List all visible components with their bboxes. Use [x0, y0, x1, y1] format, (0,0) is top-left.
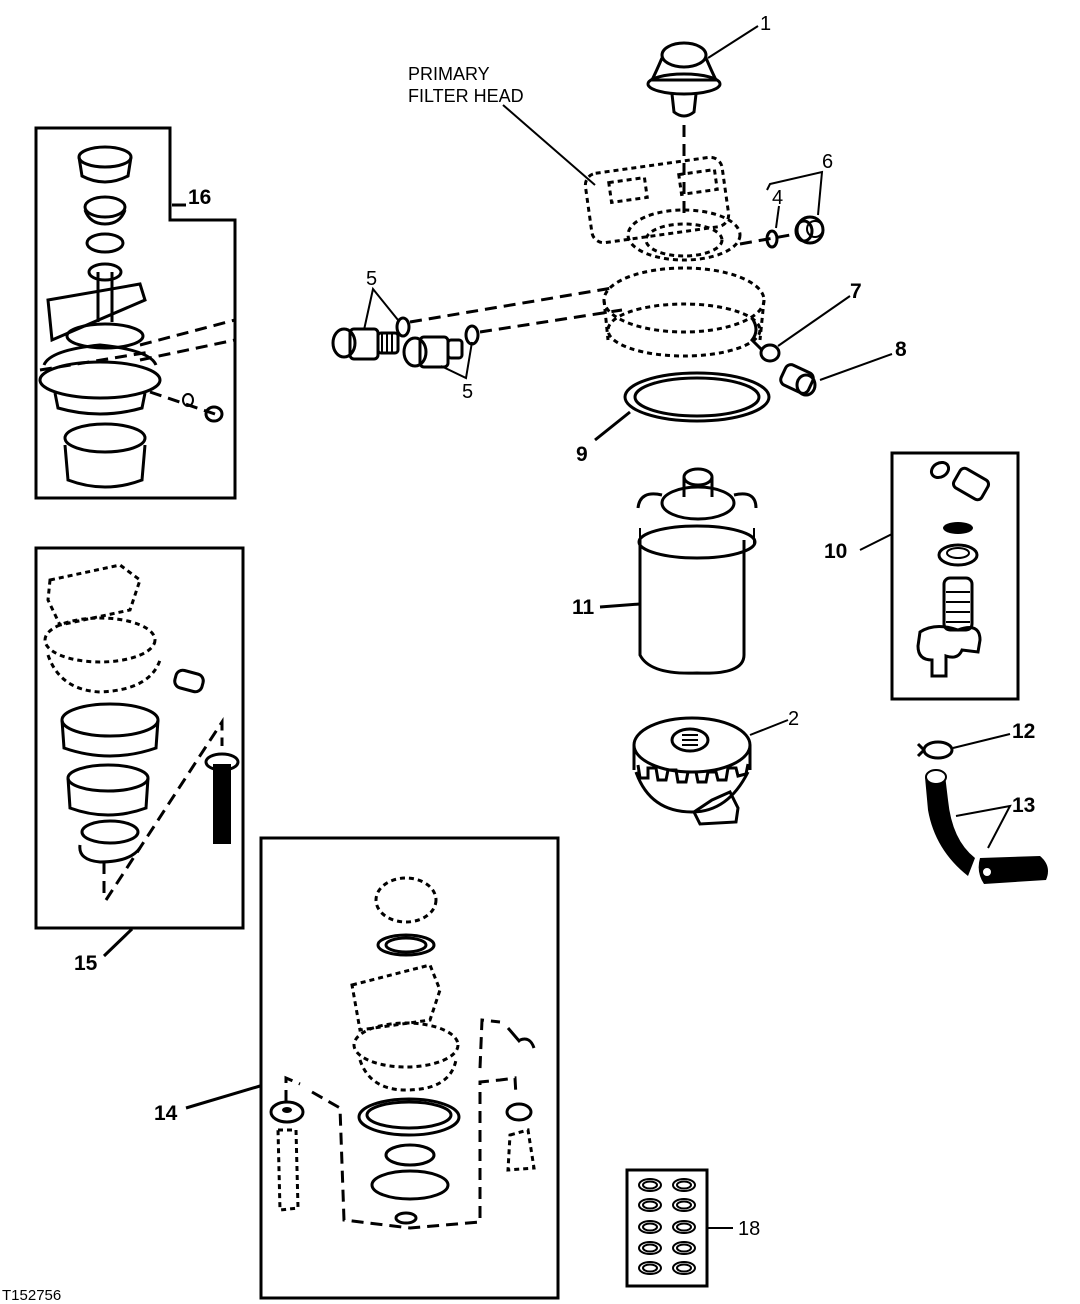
callout-4: 4	[772, 187, 783, 209]
assembly-line-16	[139, 318, 236, 362]
callout-11: 11	[572, 596, 595, 619]
leader-7	[777, 295, 851, 347]
part-18-o-ring-set	[638, 1178, 696, 1275]
callout-12: 12	[1012, 720, 1035, 743]
part-13-hose[interactable]	[925, 769, 1048, 884]
callout-8: 8	[895, 338, 907, 361]
leader-8	[819, 353, 893, 381]
leader-primary-filter-head	[502, 104, 596, 186]
part-9-seal-ring[interactable]	[623, 371, 771, 423]
part-14-filter-head-kit	[269, 876, 536, 1225]
part-1-primer-cap[interactable]	[646, 41, 722, 118]
callout-18: 18	[738, 1218, 760, 1240]
part-2-filter-bowl[interactable]	[632, 716, 752, 826]
assembly-line-6	[739, 232, 797, 246]
callout-7: 7	[850, 280, 862, 303]
primary-filter-head-label-line1: PRIMARY	[408, 64, 490, 84]
callout-9: 9	[576, 443, 588, 466]
assembly-line-14b	[478, 1018, 501, 1069]
leader-11	[599, 602, 641, 609]
leader-10	[859, 533, 893, 551]
primary-filter-head[interactable]	[583, 155, 766, 358]
callout-16: 16	[188, 186, 211, 209]
callout-6: 6	[822, 151, 833, 173]
leader-15	[102, 927, 134, 958]
leader-4	[775, 205, 780, 229]
kit-15-box[interactable]	[34, 546, 245, 930]
kit-10-box[interactable]	[890, 451, 1020, 701]
assembly-line-14	[284, 1075, 518, 1230]
part-7-o-ring[interactable]	[759, 343, 781, 363]
assembly-line-16b	[39, 350, 216, 416]
part-8-fitting[interactable]	[779, 363, 817, 397]
part-10-drain-valve	[916, 460, 991, 678]
part-12-hose-clamp[interactable]	[916, 740, 954, 760]
leader-6	[766, 170, 824, 216]
part-11-filter-element[interactable]	[636, 467, 758, 675]
callout-2: 2	[788, 708, 799, 730]
leader-5b	[440, 341, 473, 380]
part-6-plug[interactable]	[794, 215, 825, 245]
callout-15: 15	[74, 952, 98, 975]
leader-12	[952, 733, 1011, 749]
leader-5a	[363, 286, 399, 331]
primary-filter-head-label-line2: FILTER HEAD	[408, 86, 524, 106]
part-15-filter-assembly	[43, 563, 240, 864]
leader-13	[955, 804, 1012, 849]
leader-1	[707, 25, 759, 59]
kit-14-box[interactable]	[259, 836, 560, 1300]
part-5-fitting-a[interactable]	[331, 316, 411, 361]
kit-16-box[interactable]	[34, 126, 237, 500]
callout-1: 1	[760, 13, 771, 35]
leader-9	[594, 410, 631, 442]
leader-2	[749, 719, 789, 736]
figure-id: T152756	[2, 1287, 61, 1304]
callout-10: 10	[824, 540, 847, 563]
assembly-line-5b	[479, 308, 623, 334]
callout-5b: 5	[462, 381, 473, 403]
callout-14: 14	[154, 1102, 178, 1125]
part-5-fitting-b[interactable]	[402, 324, 480, 369]
kit-18-box[interactable]	[625, 1168, 709, 1288]
callout-5a: 5	[366, 268, 377, 290]
assembly-line-15	[104, 716, 224, 901]
callout-13: 13	[1012, 794, 1035, 817]
leader-14	[185, 1084, 261, 1110]
assembly-line-5a	[409, 286, 613, 324]
